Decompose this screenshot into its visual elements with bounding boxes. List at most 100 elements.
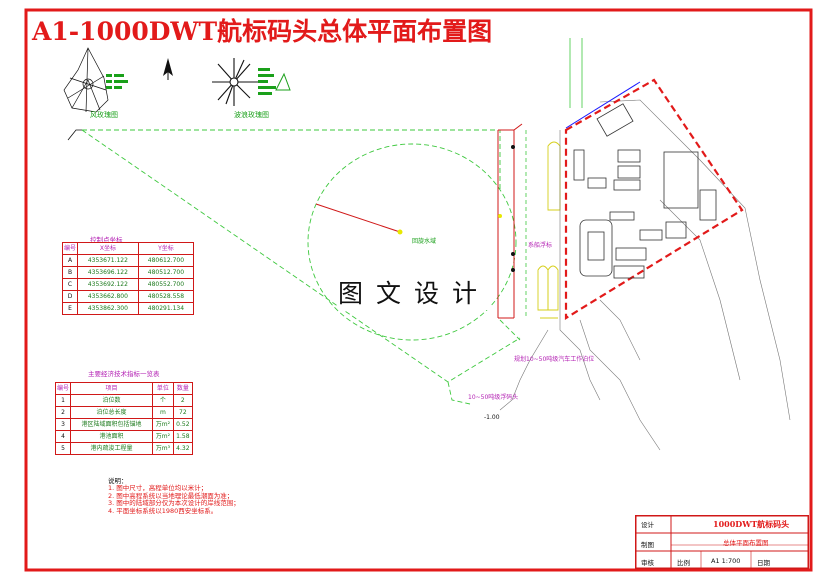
- title-block: 设计 制图 审核 1000DWT航标码头 总体平面布置图 比例 A1 1:700…: [635, 515, 809, 569]
- note-item: 3. 图中的陆域部分仅为本次设计的岸线范围；: [108, 499, 240, 508]
- title-block-grid: [635, 515, 809, 569]
- access-road: [569, 38, 583, 108]
- drawing-frame: [24, 8, 813, 572]
- table-cell: 4: [55, 430, 71, 443]
- buoy-label: 系船浮标: [528, 242, 553, 249]
- table-row: 1 泊位数 个 2: [55, 394, 194, 407]
- quantity-table: 编号 项目 单位 数量 1 泊位数 个 2 2 泊位总长度 m 72 3 港区陆…: [55, 382, 194, 455]
- turning-radius: [315, 203, 401, 233]
- table-cell: B: [62, 266, 78, 279]
- table-cell: 0.52: [172, 418, 194, 431]
- notes-heading: 说明：: [108, 477, 128, 485]
- wind-rose-icon: [63, 47, 109, 113]
- table-cell: 个: [152, 394, 174, 407]
- control-table: 编号 X坐标 Y坐标 A 4353671.122 480612.700 B 43…: [62, 242, 195, 315]
- buildings: [573, 103, 717, 279]
- table-cell: C: [62, 278, 78, 291]
- table-row: E 4353862.300 480291.134: [62, 302, 195, 315]
- tb-scale-value: A1 1:700: [711, 557, 741, 565]
- approach-line: [67, 129, 82, 141]
- wind-legend-icon: [106, 74, 128, 89]
- header-cell: 单位: [152, 382, 174, 395]
- tb-row-label: 制图: [641, 541, 654, 549]
- table-cell: 万m²: [152, 418, 174, 431]
- table-row: C 4353692.122 480552.700: [62, 278, 195, 291]
- table-cell: 72: [172, 406, 194, 419]
- quantity-table-title: 主要经济技术指标一览表: [88, 370, 160, 378]
- table-cell: A: [62, 254, 78, 267]
- tb-drawing: 总体平面布置图: [723, 539, 769, 547]
- table-row: 5 港内疏浚工程量 万m³ 4.32: [55, 442, 194, 455]
- control-table-title: 控制点坐标: [90, 236, 123, 244]
- table-cell: 港区陆域面积包括锚地: [69, 418, 154, 431]
- table-cell: m: [152, 406, 174, 419]
- wave-rose-icon: [212, 58, 258, 106]
- shore-outline: [499, 99, 791, 451]
- table-cell: 480291.134: [137, 302, 195, 315]
- table-row: 编号 X坐标 Y坐标: [62, 242, 195, 255]
- table-cell: 2: [55, 406, 71, 419]
- header-cell: 数量: [172, 382, 194, 395]
- table-cell: 4353662.800: [77, 290, 139, 303]
- table-cell: 4353692.122: [77, 278, 139, 291]
- note-item: 4. 平面坐标系统以1980西安坐标系。: [108, 506, 218, 515]
- wave-legend-icon: [258, 68, 291, 95]
- bottom-label-b: 10~50吨级浮码头: [468, 394, 519, 401]
- table-cell: 港池面积: [69, 430, 154, 443]
- drawing-title: A1-1000DWT航标码头总体平面布置图: [32, 17, 493, 46]
- depth-mark: -1.00: [484, 414, 500, 421]
- header-cell: 编号: [55, 382, 71, 395]
- table-cell: 港内疏浚工程量: [69, 442, 154, 455]
- table-cell: 480612.700: [137, 254, 195, 267]
- table-cell: 4.32: [172, 442, 194, 455]
- table-cell: 4353862.300: [77, 302, 139, 315]
- table-cell: 万m³: [152, 442, 174, 455]
- tb-row-label: 审核: [641, 559, 654, 567]
- table-cell: 泊位总长度: [69, 406, 154, 419]
- header-cell: 项目: [69, 382, 154, 395]
- header-cell: 编号: [62, 242, 78, 255]
- table-cell: 泊位数: [69, 394, 154, 407]
- buoys: [498, 145, 515, 272]
- note-item: 1. 图中尺寸，高程单位均以米计；: [108, 484, 208, 493]
- tb-scale-label: 比例: [677, 559, 690, 567]
- table-row: D 4353662.800 480528.558: [62, 290, 195, 303]
- turning-center: [397, 229, 403, 235]
- wave-rose-caption: 波浪玫瑰图: [234, 111, 269, 119]
- table-cell: 4353671.122: [77, 254, 139, 267]
- note-item: 2. 图中高程系统以当地理论最低潮面为准；: [108, 491, 234, 500]
- notes: 说明： 1. 图中尺寸，高程单位均以米计； 2. 图中高程系统以当地理论最低潮面…: [108, 477, 240, 515]
- table-cell: 480512.700: [137, 266, 195, 279]
- table-cell: 3: [55, 418, 71, 431]
- table-cell: D: [62, 290, 78, 303]
- tb-project: 1000DWT航标码头: [713, 519, 790, 529]
- header-cell: X坐标: [77, 242, 139, 255]
- table-row: A 4353671.122 480612.700: [62, 254, 195, 267]
- north-arrow-icon: [163, 58, 173, 80]
- table-cell: 万m²: [152, 430, 174, 443]
- wind-rose-caption: 风玫瑰图: [90, 111, 118, 119]
- header-cell: Y坐标: [137, 242, 195, 255]
- table-cell: 5: [55, 442, 71, 455]
- table-row: 编号 项目 单位 数量: [55, 382, 194, 395]
- table-row: 2 泊位总长度 m 72: [55, 406, 194, 419]
- table-cell: 1: [55, 394, 71, 407]
- table-cell: 1.58: [172, 430, 194, 443]
- bottom-label-a: 规划10~50吨级汽车工作泊位: [514, 356, 595, 363]
- table-cell: 2: [172, 394, 194, 407]
- pontoon-hulls: [537, 141, 561, 319]
- table-cell: 480528.558: [137, 290, 195, 303]
- table-row: B 4353696.122 480512.700: [62, 266, 195, 279]
- tb-row-label: 设计: [641, 521, 654, 529]
- table-row: 4 港池面积 万m² 1.58: [55, 430, 194, 443]
- table-cell: E: [62, 302, 78, 315]
- tb-date-label: 日期: [757, 559, 770, 567]
- table-row: 3 港区陆域面积包括锚地 万m² 0.52: [55, 418, 194, 431]
- table-cell: 480552.700: [137, 278, 195, 291]
- blue-boundary: [565, 81, 641, 129]
- table-cell: 4353696.122: [77, 266, 139, 279]
- berth-structure: [497, 123, 523, 319]
- center-point-label: 回旋水域: [412, 238, 437, 245]
- land-boundary: [564, 78, 744, 320]
